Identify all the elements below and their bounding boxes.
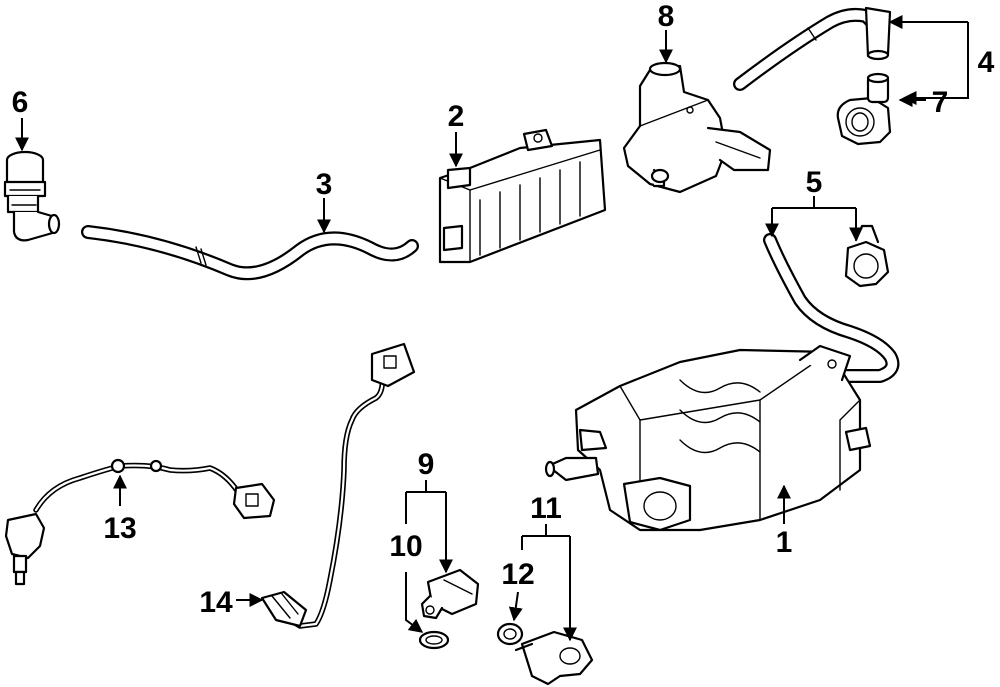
- callout-12: 12: [501, 558, 534, 591]
- part-1-charcoal-canister[interactable]: [544, 344, 872, 532]
- leader-lines: [15, 15, 969, 642]
- callout-11: 11: [530, 492, 562, 525]
- callout-labels: 1 2 3 4 5 6 7 8 9 10 11 12 13 14: [12, 0, 995, 619]
- callout-8: 8: [658, 0, 675, 33]
- part-7-clamp[interactable]: [836, 72, 892, 146]
- callout-7: 7: [932, 86, 949, 119]
- callout-3: 3: [316, 168, 333, 201]
- callout-4: 4: [978, 46, 995, 79]
- part-9-sensor[interactable]: [420, 568, 480, 620]
- callout-5: 5: [806, 166, 823, 199]
- callout-10: 10: [389, 530, 422, 563]
- part-6-vacuum-valve[interactable]: [3, 150, 61, 242]
- part-12-seal[interactable]: [496, 622, 524, 646]
- part-3-hose[interactable]: [81, 225, 419, 281]
- part-11-sensor[interactable]: [514, 630, 594, 686]
- callout-9: 9: [418, 448, 435, 481]
- callout-14: 14: [199, 586, 233, 619]
- part-5-clamp[interactable]: [844, 224, 890, 288]
- part-4-hose[interactable]: [733, 6, 892, 91]
- part-14-oxygen-sensor[interactable]: [260, 342, 416, 629]
- callout-6: 6: [12, 86, 29, 119]
- callout-13: 13: [103, 512, 136, 545]
- callout-2: 2: [448, 100, 465, 133]
- callout-1: 1: [776, 526, 793, 559]
- part-13-oxygen-sensor[interactable]: [4, 458, 276, 586]
- part-8-purge-valve[interactable]: [622, 61, 772, 194]
- part-2-control-module[interactable]: [438, 128, 607, 264]
- part-5-hose[interactable]: [763, 233, 900, 383]
- part-10-o-ring[interactable]: [418, 630, 450, 650]
